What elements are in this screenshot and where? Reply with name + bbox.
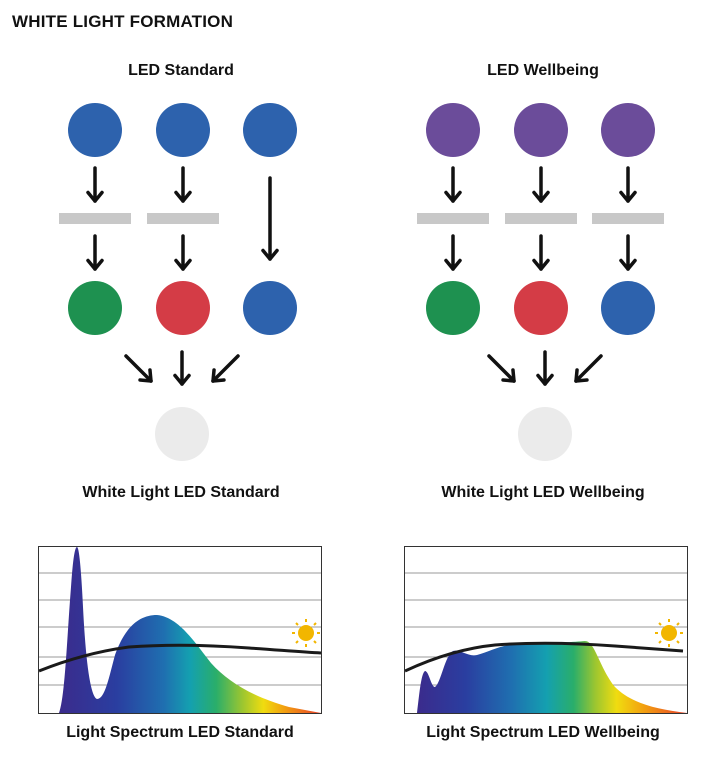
spectrum-label-wellbeing: Light Spectrum LED Wellbeing (426, 724, 660, 741)
arrow-from-filter-wellbeing-2 (532, 234, 550, 271)
page-title: WHITE LIGHT FORMATION (12, 12, 234, 31)
arrow-to-filter-standard-2 (174, 166, 192, 203)
source-led-standard-1 (68, 103, 122, 157)
phosphor-filter-wellbeing-2 (505, 213, 577, 224)
panel-heading-wellbeing: LED Wellbeing (487, 62, 599, 79)
arrow-from-filter-wellbeing-3 (619, 234, 637, 271)
arrow-to-filter-wellbeing-2 (532, 166, 550, 203)
spectrum-graphic-standard (38, 547, 322, 713)
white-light-circle-standard (155, 407, 209, 461)
daylight-curve (38, 643, 322, 673)
phosphor-filter-wellbeing-3 (592, 213, 664, 224)
arrow-combine-right-wellbeing (574, 354, 603, 383)
arrow-combine-right-standard (211, 354, 240, 383)
arrow-combine-left-standard (124, 354, 153, 383)
phosphor-filter-wellbeing-1 (417, 213, 489, 224)
result-label-wellbeing: White Light LED Wellbeing (441, 484, 645, 501)
spectrum-fill (59, 547, 321, 713)
white-light-circle-wellbeing (518, 407, 572, 461)
output-led-green-wellbeing (426, 281, 480, 335)
daylight-curve (404, 641, 684, 673)
arrow-from-filter-standard-1 (86, 234, 104, 271)
arrow-combine-left-wellbeing (487, 354, 516, 383)
phosphor-filter-standard-2 (147, 213, 219, 224)
sun-icon (292, 619, 320, 647)
output-led-green-standard (68, 281, 122, 335)
arrow-from-filter-wellbeing-1 (444, 234, 462, 271)
sun-icon (655, 619, 683, 647)
spectrum-chart-standard (38, 546, 322, 714)
source-led-wellbeing-3 (601, 103, 655, 157)
arrow-combine-center-standard (173, 350, 191, 386)
spectrum-fill (417, 641, 687, 713)
phosphor-filter-standard-1 (59, 213, 131, 224)
result-label-standard: White Light LED Standard (82, 484, 280, 501)
output-led-red-standard (156, 281, 210, 335)
arrow-direct-standard-3 (261, 176, 279, 261)
spectrum-graphic-wellbeing (404, 572, 687, 713)
arrow-to-filter-standard-1 (86, 166, 104, 203)
source-led-standard-2 (156, 103, 210, 157)
arrow-combine-center-wellbeing (536, 350, 554, 386)
source-led-wellbeing-2 (514, 103, 568, 157)
output-led-blue-wellbeing (601, 281, 655, 335)
arrow-to-filter-wellbeing-1 (444, 166, 462, 203)
source-led-wellbeing-1 (426, 103, 480, 157)
panel-heading-standard: LED Standard (128, 62, 234, 79)
arrow-from-filter-standard-2 (174, 234, 192, 271)
output-led-red-wellbeing (514, 281, 568, 335)
spectrum-chart-wellbeing (404, 546, 688, 714)
output-led-blue-standard (243, 281, 297, 335)
source-led-standard-3 (243, 103, 297, 157)
arrow-to-filter-wellbeing-3 (619, 166, 637, 203)
spectrum-label-standard: Light Spectrum LED Standard (66, 724, 294, 741)
